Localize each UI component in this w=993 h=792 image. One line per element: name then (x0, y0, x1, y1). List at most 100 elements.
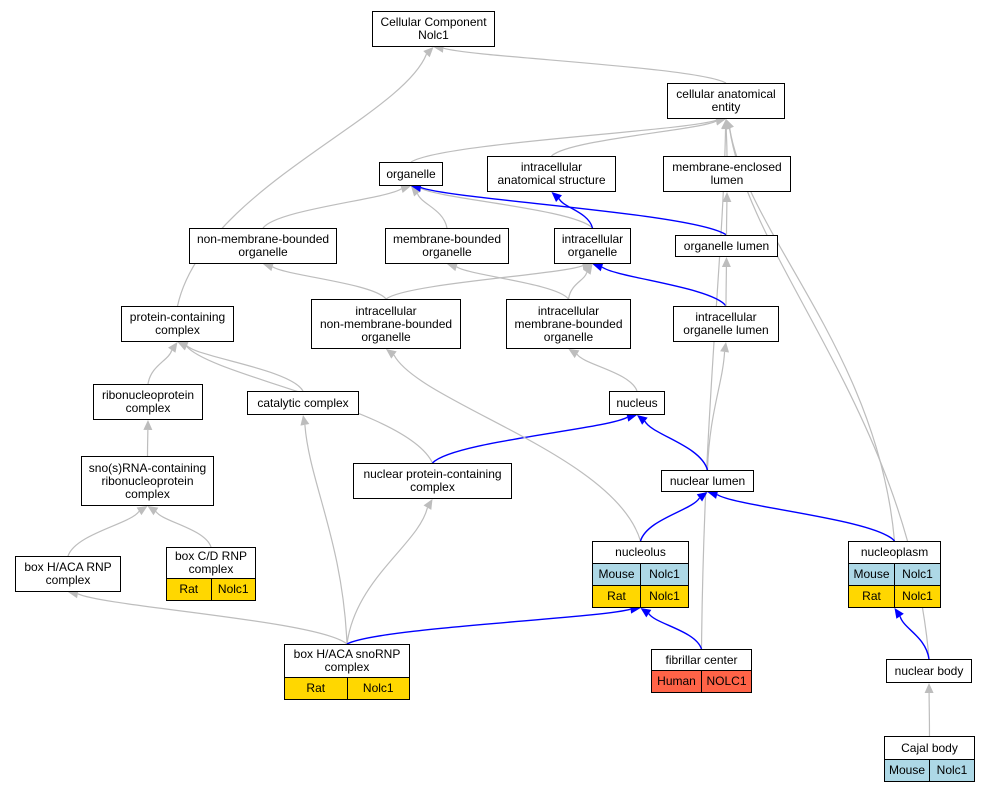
species-tag-rat: Nolc1 (346, 678, 409, 699)
arrowhead-icon (551, 192, 562, 202)
edge-imbo-to-io (567, 272, 588, 300)
arrowhead-icon (707, 490, 719, 499)
arrowhead-icon (168, 342, 178, 353)
term-node-mbo[interactable]: membrane-bounded organelle (385, 228, 509, 264)
term-node-inmbo[interactable]: intracellular non-membrane-bounded organ… (311, 299, 461, 349)
arrowhead-icon (400, 184, 411, 194)
term-label: membrane-enclosed lumen (672, 160, 782, 187)
species-tag-mouse: Mouse (849, 564, 894, 585)
term-node-catalytic[interactable]: catalytic complex (247, 391, 359, 415)
term-label: ribonucleoprotein complex (101, 388, 195, 415)
term-label: sno(s)RNA-containing ribonucleoprotein c… (88, 460, 207, 501)
species-tag-mouse: Mouse (885, 760, 929, 781)
edge-rnp-to-pcc (147, 349, 173, 385)
term-node-pcc[interactable]: protein-containing complex (121, 306, 234, 342)
species-tag-rat: Nolc1 (894, 586, 940, 607)
term-node-cae[interactable]: cellular anatomical entity (667, 83, 785, 119)
term-label: intracellular organelle (561, 232, 624, 259)
species-tag-rat: Nolc1 (210, 579, 255, 600)
edge-nmbo-to-organelle (262, 188, 402, 229)
species-tag-mouse: Nolc1 (929, 760, 974, 781)
term-label: nuclear body (894, 663, 964, 678)
term-node-io[interactable]: intracellular organelle (554, 228, 631, 264)
arrowhead-icon (721, 257, 731, 268)
arrowhead-icon (423, 499, 433, 510)
species-tag-human: NOLC1 (701, 671, 751, 692)
term-label: nuclear lumen (669, 473, 746, 488)
edge-nl-to-nucleus (644, 420, 709, 471)
species-tag-rat: Rat (849, 586, 894, 607)
term-label: nucleolus (615, 545, 666, 559)
edge-mel-to-cae (725, 128, 728, 157)
term-node-nucleus[interactable]: nucleus (609, 391, 665, 415)
edge-nucleolus-to-inmbo (393, 354, 642, 542)
edge-cae-to-cc (443, 47, 727, 84)
term-node-mel[interactable]: membrane-enclosed lumen (663, 156, 791, 192)
edge-catalytic-to-pcc (186, 345, 304, 392)
term-node-rnp[interactable]: ribonucleoprotein complex (93, 384, 203, 420)
edge-io-to-ias (558, 198, 594, 229)
arrowhead-icon (637, 415, 648, 425)
arrowhead-icon (177, 342, 189, 351)
species-tag-human: Human (652, 671, 701, 692)
edge-nucleoplasm-to-nl (716, 493, 896, 542)
arrowhead-icon (722, 192, 732, 203)
term-label: intracellular non-membrane-bounded organ… (319, 303, 453, 344)
term-label: nucleoplasm (860, 545, 929, 559)
term-node-ol[interactable]: organelle lumen (675, 235, 778, 257)
arrowhead-icon (568, 349, 580, 359)
species-tag-mouse: Nolc1 (894, 564, 940, 585)
edge-nucleus-to-imbo (576, 353, 638, 392)
term-node-nmbo[interactable]: non-membrane-bounded organelle (189, 228, 337, 264)
edge-iol-to-io (601, 266, 727, 307)
arrowhead-icon (640, 608, 652, 618)
edge-nucleolus-to-nl (639, 497, 701, 542)
term-label: box H/ACA RNP complex (24, 560, 112, 587)
term-node-cc[interactable]: Cellular Component Nolc1 (372, 11, 495, 47)
term-label: protein-containing complex (129, 310, 226, 337)
arrowhead-icon (143, 420, 153, 431)
edge-nb-to-nucleoplasm (899, 616, 930, 660)
arrowhead-icon (447, 262, 458, 272)
term-node-nb[interactable]: nuclear body (886, 659, 972, 683)
term-label: Cajal body (901, 740, 958, 755)
arrowhead-icon (386, 349, 397, 359)
arrowhead-icon (136, 506, 148, 516)
edge-haca-to-snornp (67, 510, 140, 557)
term-label: intracellular membrane-bounded organelle (514, 303, 623, 344)
term-label: nuclear protein-containing complex (363, 467, 502, 494)
arrowhead-icon (592, 262, 604, 272)
term-node-snornp[interactable]: sno(s)RNA-containing ribonucleoprotein c… (81, 456, 214, 506)
arrowhead-icon (147, 506, 159, 516)
arrowhead-icon (263, 262, 274, 272)
term-node-nl[interactable]: nuclear lumen (661, 470, 754, 492)
term-node-npcc[interactable]: nuclear protein-containing complex (353, 463, 512, 499)
edge-ias-to-cae (551, 120, 717, 157)
species-tag-rat: Rat (285, 678, 347, 699)
term-node-organelle[interactable]: organelle (379, 162, 443, 186)
edge-fc-to-cae (700, 128, 727, 650)
term-label: box C/D RNP complex (174, 549, 248, 576)
term-node-imbo[interactable]: intracellular membrane-bounded organelle (506, 299, 631, 349)
edge-ol-to-organelle (420, 186, 727, 236)
term-node-iol[interactable]: intracellular organelle lumen (673, 306, 779, 342)
edge-inmbo-to-io (385, 265, 583, 300)
term-label: cellular anatomical entity (676, 87, 776, 114)
term-node-ias[interactable]: intracellular anatomical structure (487, 156, 616, 192)
term-node-haca[interactable]: box H/ACA RNP complex (15, 556, 121, 592)
arrowhead-icon (411, 186, 421, 197)
edge-cd-to-snornp (155, 511, 212, 548)
species-tag-rat: Nolc1 (640, 586, 688, 607)
